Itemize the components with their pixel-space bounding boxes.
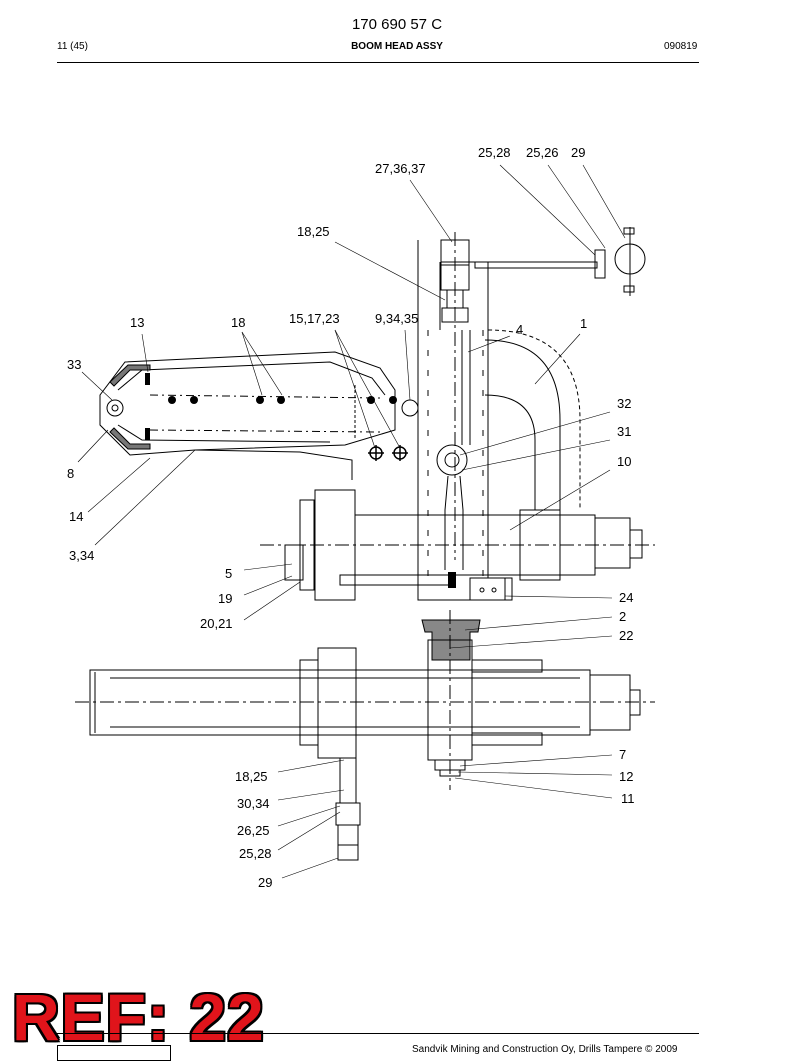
callout-32: 32 (617, 396, 631, 411)
callout-18: 18 (231, 315, 245, 330)
reference-stamp: REF: 22 (12, 980, 265, 1054)
callout-15-17-23: 15,17,23 (289, 311, 340, 326)
page-number: 11 (45) (57, 41, 88, 52)
document-date: 090819 (664, 41, 698, 52)
callout-29-bottom: 29 (258, 875, 272, 890)
callout-30-34: 30,34 (237, 796, 270, 811)
callout-33: 33 (67, 357, 81, 372)
callout-19: 19 (218, 591, 232, 606)
callout-12: 12 (619, 769, 633, 784)
callout-10: 10 (617, 454, 631, 469)
callout-14: 14 (69, 509, 83, 524)
callout-2: 2 (619, 609, 626, 624)
clamp-block (594, 249, 606, 279)
callout-7: 7 (619, 747, 626, 762)
callout-13: 13 (130, 315, 144, 330)
footer-rule (57, 1033, 699, 1034)
callout-8: 8 (67, 466, 74, 481)
callout-31: 31 (617, 424, 631, 439)
header-rule (57, 62, 699, 63)
company-logo-box (57, 1045, 171, 1061)
lower-feed-cylinder (89, 669, 591, 736)
callout-22: 22 (619, 628, 633, 643)
callout-4: 4 (516, 322, 523, 337)
callout-26-25: 26,25 (237, 823, 270, 838)
document-title: BOOM HEAD ASSY (351, 41, 443, 52)
callout-18-25-top: 18,25 (297, 224, 330, 239)
callout-9-34-35: 9,34,35 (375, 311, 418, 326)
callout-25-28-top: 25,28 (478, 145, 511, 160)
hose-clamp-bar (474, 261, 598, 269)
document-number: 170 690 57 C (351, 16, 443, 33)
copyright-text: Sandvik Mining and Construction Oy, Dril… (412, 1044, 678, 1055)
callout-24: 24 (619, 590, 633, 605)
callout-29-top: 29 (571, 145, 585, 160)
callout-25-26-top: 25,26 (526, 145, 559, 160)
callout-3-34: 3,34 (69, 548, 94, 563)
callout-1: 1 (580, 316, 587, 331)
callout-5: 5 (225, 566, 232, 581)
gripper-arm (99, 351, 396, 456)
curved-boom-section (484, 339, 561, 510)
callout-25-28-bottom: 25,28 (239, 846, 272, 861)
lower-rod (339, 757, 357, 804)
vertical-boom-outline (417, 240, 513, 601)
connecting-bar (339, 574, 451, 586)
callout-27-36-37: 27,36,37 (375, 161, 426, 176)
callout-18-25-bottom: 18,25 (235, 769, 268, 784)
callout-11: 11 (621, 791, 635, 806)
callout-20-21: 20,21 (200, 616, 233, 631)
pivot-joint (436, 444, 468, 476)
